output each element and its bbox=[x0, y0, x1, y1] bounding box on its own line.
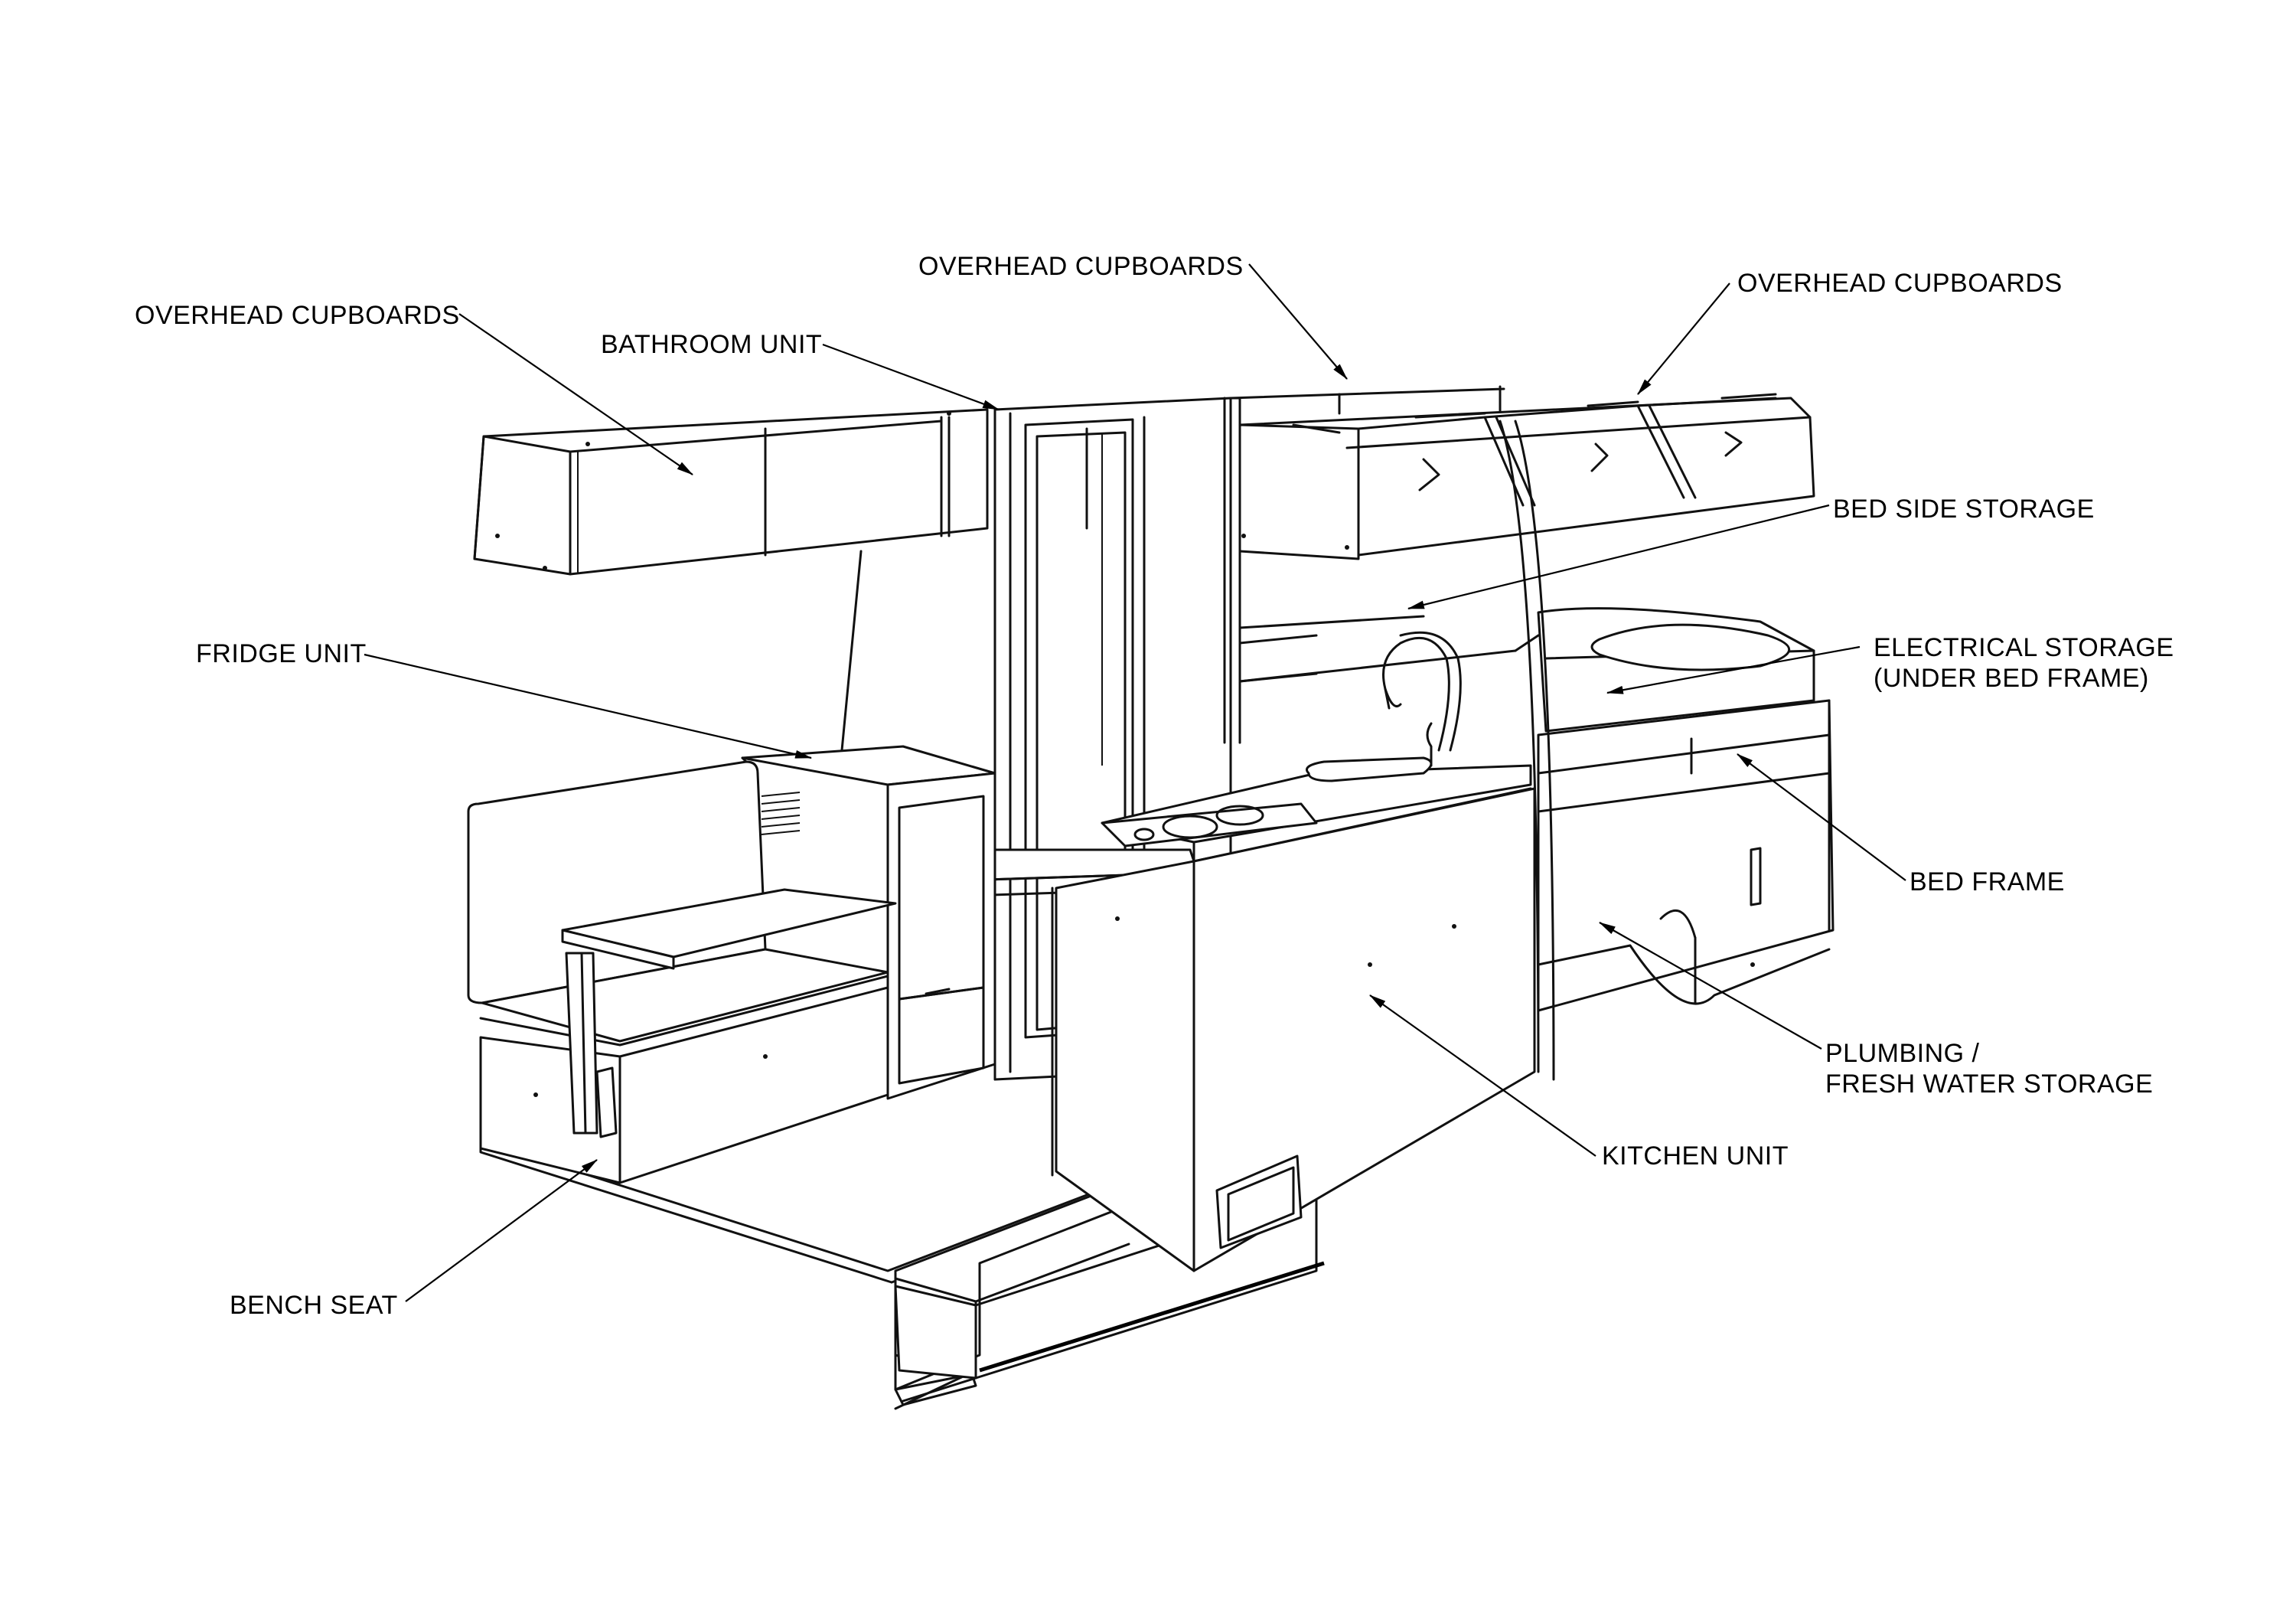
label-overhead-cupboards-middle: OVERHEAD CUPBOARDS bbox=[918, 252, 1244, 281]
label-bathroom-unit: BATHROOM UNIT bbox=[601, 330, 823, 359]
label-plumbing-line1: PLUMBING / bbox=[1825, 1039, 1980, 1068]
label-bench-seat: BENCH SEAT bbox=[230, 1291, 398, 1320]
label-electrical-storage: ELECTRICAL STORAGE (UNDER BED FRAME) bbox=[1874, 632, 2226, 694]
label-fridge-unit: FRIDGE UNIT bbox=[196, 639, 367, 668]
label-overhead-cupboards-right: OVERHEAD CUPBOARDS bbox=[1737, 269, 2063, 298]
floor-base bbox=[479, 1139, 1325, 1410]
label-plumbing-line2: FRESH WATER STORAGE bbox=[1825, 1069, 2154, 1099]
overhead-cupboards-right bbox=[1229, 385, 1815, 560]
label-overhead-cupboards-left: OVERHEAD CUPBOARDS bbox=[135, 301, 460, 330]
label-plumbing: PLUMBING / FRESH WATER STORAGE bbox=[1825, 1038, 2193, 1099]
overhead-cupboards-left bbox=[473, 408, 989, 576]
bench-seat bbox=[467, 760, 897, 1184]
label-bed-side-storage: BED SIDE STORAGE bbox=[1833, 495, 2095, 524]
label-electrical-storage-line2: (UNDER BED FRAME) bbox=[1874, 664, 2149, 693]
label-kitchen-unit: KITCHEN UNIT bbox=[1602, 1141, 1789, 1171]
leader-lines bbox=[364, 263, 1906, 1302]
label-bed-frame: BED FRAME bbox=[1910, 867, 2065, 896]
label-electrical-storage-line1: ELECTRICAL STORAGE bbox=[1874, 633, 2174, 662]
kitchen-unit bbox=[951, 420, 1555, 1272]
